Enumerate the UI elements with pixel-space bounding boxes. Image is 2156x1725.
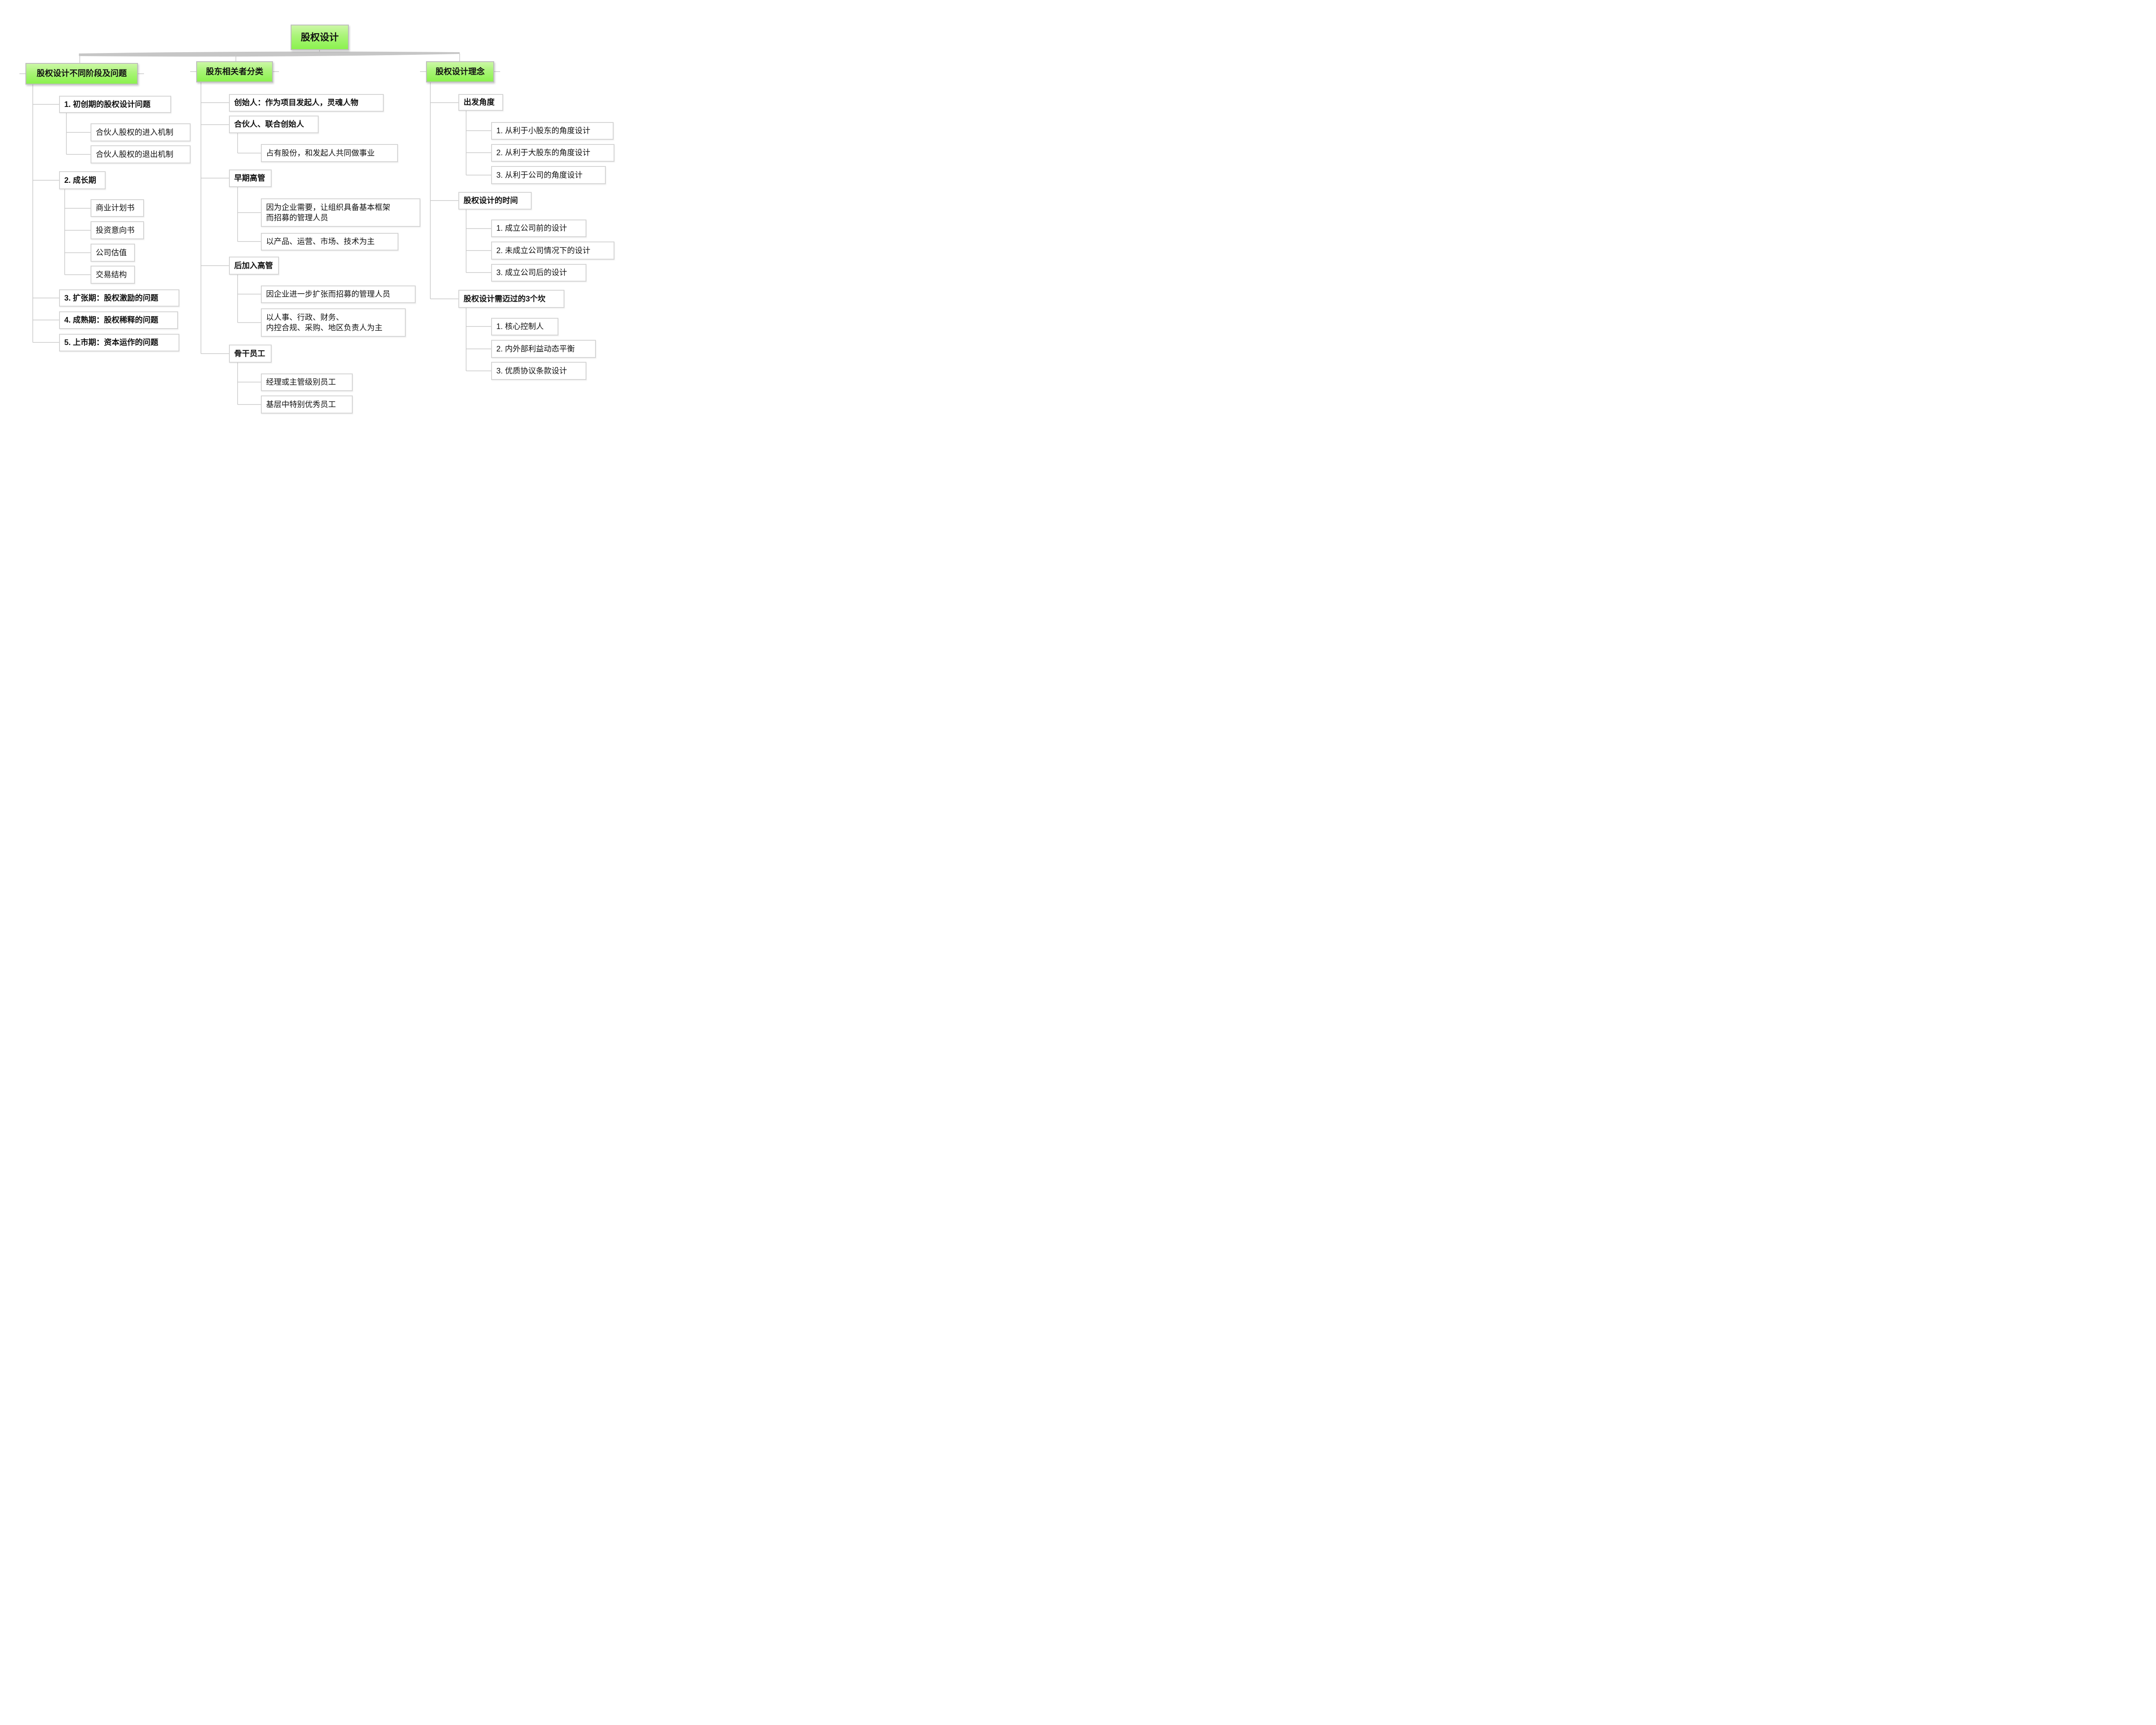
node-core-controller[interactable]: 1. 核心控制人 (491, 318, 558, 336)
node-agreement-terms[interactable]: 3. 优质协议条款设计 (491, 362, 586, 380)
node-majority-shareholder[interactable]: 2. 从利于大股东的角度设计 (491, 144, 614, 162)
node-stages-item-4[interactable]: 4. 成熟期：股权稀释的问题 (59, 311, 178, 329)
node-key-employees[interactable]: 骨干员工 (229, 345, 272, 363)
mindmap-canvas: 股权设计 股权设计不同阶段及问题 股东相关者分类 股权设计理念 1. 初创期的股… (0, 0, 630, 431)
node-business-plan[interactable]: 商业计划书 (91, 199, 144, 217)
connector-lines (19, 50, 500, 405)
node-cofounder[interactable]: 合伙人、联合创始人 (229, 116, 319, 133)
node-design-timing[interactable]: 股权设计的时间 (458, 192, 532, 210)
node-early-executives-roles[interactable]: 以产品、运营、市场、技术为主 (261, 233, 398, 251)
node-outstanding-staff[interactable]: 基层中特别优秀员工 (261, 395, 353, 414)
branch-stakeholders-node[interactable]: 股东相关者分类 (196, 61, 273, 82)
node-manager-level[interactable]: 经理或主管级别员工 (261, 373, 353, 391)
node-deal-structure[interactable]: 交易结构 (91, 266, 135, 284)
node-interest-balance[interactable]: 2. 内外部利益动态平衡 (491, 340, 596, 358)
node-minority-shareholder[interactable]: 1. 从利于小股东的角度设计 (491, 122, 614, 140)
node-perspective[interactable]: 出发角度 (458, 94, 503, 111)
node-later-executives[interactable]: 后加入高管 (229, 257, 279, 275)
node-three-hurdles[interactable]: 股权设计需迈过的3个坎 (458, 290, 564, 308)
node-founder[interactable]: 创始人：作为项目发起人，灵魂人物 (229, 94, 384, 112)
node-later-executives-desc[interactable]: 因企业进一步扩张而招募的管理人员 (261, 285, 416, 303)
node-partner-entry[interactable]: 合伙人股权的进入机制 (91, 123, 191, 141)
node-stages-item-1[interactable]: 1. 初创期的股权设计问题 (59, 96, 171, 113)
node-early-executives[interactable]: 早期高管 (229, 169, 272, 187)
node-later-executives-roles[interactable]: 以人事、行政、财务、 内控合规、采购、地区负责人为主 (261, 308, 406, 337)
node-stages-item-2[interactable]: 2. 成长期 (59, 171, 106, 189)
node-before-incorporation[interactable]: 1. 成立公司前的设计 (491, 220, 586, 237)
node-early-executives-desc[interactable]: 因为企业需要，让组织具备基本框架 而招募的管理人员 (261, 198, 420, 227)
branch-philosophy-node[interactable]: 股权设计理念 (426, 61, 494, 82)
root-node[interactable]: 股权设计 (291, 25, 349, 50)
branch-stages-node[interactable]: 股权设计不同阶段及问题 (25, 63, 138, 85)
node-company-perspective[interactable]: 3. 从利于公司的角度设计 (491, 166, 606, 184)
node-stages-item-3[interactable]: 3. 扩张期：股权激励的问题 (59, 289, 179, 307)
node-after-incorporation[interactable]: 3. 成立公司后的设计 (491, 264, 586, 282)
node-partner-exit[interactable]: 合伙人股权的退出机制 (91, 145, 191, 163)
node-company-valuation[interactable]: 公司估值 (91, 244, 135, 262)
node-cofounder-desc[interactable]: 占有股份，和发起人共同做事业 (261, 144, 398, 162)
node-not-incorporated[interactable]: 2. 未成立公司情况下的设计 (491, 242, 614, 260)
node-stages-item-5[interactable]: 5. 上市期：资本运作的问题 (59, 334, 179, 351)
node-investment-loi[interactable]: 投资意向书 (91, 221, 144, 239)
